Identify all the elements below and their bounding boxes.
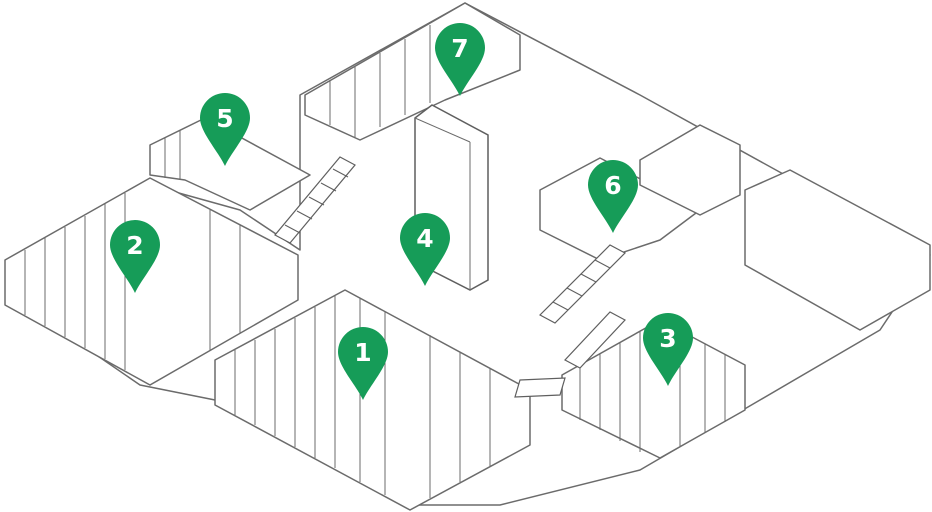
map-marker-number: 3 [659,324,676,353]
map-marker-3[interactable]: 3 [643,313,693,386]
map-pin-icon[interactable] [200,93,250,166]
map-marker-6[interactable]: 6 [588,160,638,233]
staircase-right [539,244,626,324]
staircase-left [274,156,356,244]
map-marker-number: 6 [604,171,621,200]
staircase-lower [514,311,626,398]
map-pin-icon[interactable] [338,327,388,400]
map-pin-icon[interactable] [588,160,638,233]
map-marker-1[interactable]: 1 [338,327,388,400]
map-marker-number: 2 [126,231,143,260]
marker-layer: 1 2 3 4 5 6 7 [109,23,693,400]
map-pin-icon[interactable] [109,219,160,293]
map-marker-number: 4 [416,224,433,253]
map-marker-5[interactable]: 5 [200,93,250,166]
map-pin-icon[interactable] [435,23,485,96]
map-pin-icon[interactable] [400,213,450,286]
room-2 [4,177,299,386]
map-marker-2[interactable]: 2 [109,219,160,293]
map-marker-number: 1 [354,338,371,367]
map-marker-7[interactable]: 7 [435,23,485,96]
room-1 [214,289,531,511]
map-marker-number: 5 [216,104,233,133]
map-pin-icon[interactable] [643,313,693,386]
map-marker-4[interactable]: 4 [400,213,450,286]
map-marker-number: 7 [451,34,468,63]
